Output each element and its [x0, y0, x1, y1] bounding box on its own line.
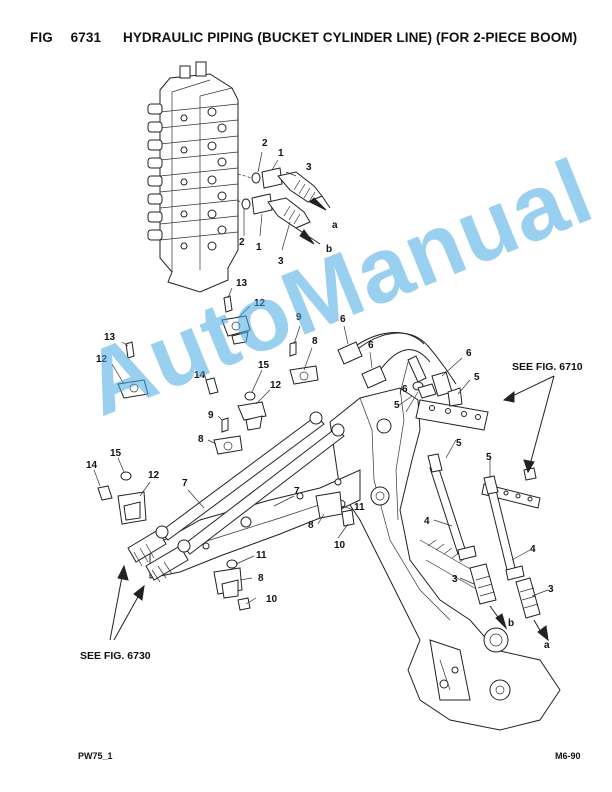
callout-11-bottom: 11	[256, 550, 267, 561]
callout-13-left: 13	[104, 332, 116, 343]
callout-13-top: 13	[236, 278, 248, 289]
figure-title-bar: FIG 6731 HYDRAULIC PIPING (BUCKET CYLIND…	[30, 30, 577, 45]
callout-3-top: 3	[306, 162, 312, 173]
callout-10-right: 10	[334, 540, 346, 551]
footer-model-code: PW75_1	[78, 751, 113, 761]
boom-structure	[149, 387, 561, 731]
callout-8-top: 8	[312, 336, 318, 347]
callout-8-right: 8	[308, 520, 314, 531]
callout-14-center: 14	[194, 370, 206, 381]
callout-5-a: 5	[474, 372, 480, 383]
callout-4-b: 4	[530, 544, 536, 555]
see-fig-6710-label: SEE FIG. 6710	[512, 361, 583, 373]
callout-4-a: 4	[424, 516, 430, 527]
callout-7-a: 7	[182, 478, 188, 489]
callout-8-center: 8	[198, 434, 204, 445]
callout-15-left: 15	[110, 448, 122, 459]
see-fig-6730-label: SEE FIG. 6730	[80, 650, 151, 662]
callout-6-a: 6	[340, 314, 346, 325]
callout-a-top: a	[332, 220, 338, 231]
callout-2-top: 2	[262, 138, 268, 149]
callout-3-d: 3	[548, 584, 554, 595]
callout-5-d: 5	[486, 452, 492, 463]
callout-1-top: 1	[278, 148, 284, 159]
callout-6-b: 6	[368, 340, 374, 351]
callout-6-c: 6	[466, 348, 472, 359]
callout-11-right: 11	[354, 502, 365, 513]
figure-number: 6731	[70, 30, 102, 45]
callout-labels: 2 1 3 a 2 1 3 b 13 12 13 12 9 6 8 6 6 5 …	[80, 138, 583, 662]
callout-8-bottom: 8	[258, 573, 264, 584]
callout-6-d: 6	[402, 384, 408, 395]
callout-1-mid: 1	[256, 242, 262, 253]
callout-a-bottom: a	[544, 640, 550, 651]
callout-12-left: 12	[96, 354, 108, 365]
callout-12-top: 12	[254, 298, 266, 309]
callout-12-bottom: 12	[148, 470, 160, 481]
valve-port-fittings	[237, 167, 323, 229]
callout-10-bottom: 10	[266, 594, 278, 605]
callout-14-left: 14	[86, 460, 98, 471]
clamps-and-bolts	[97, 295, 537, 611]
hoses	[337, 332, 462, 403]
figure-title: HYDRAULIC PIPING (BUCKET CYLINDER LINE) …	[122, 30, 578, 45]
callout-b-bottom: b	[508, 618, 514, 629]
callout-15-center: 15	[258, 360, 270, 371]
callout-b-top: b	[326, 244, 332, 255]
callout-7-b: 7	[294, 486, 300, 497]
steel-pipes	[127, 411, 345, 583]
callout-9-top: 9	[296, 312, 302, 323]
callout-5-b: 5	[394, 400, 400, 411]
footer-page-number: M6-90	[555, 751, 581, 761]
callout-3-mid: 3	[278, 256, 284, 267]
callout-12-center: 12	[270, 380, 282, 391]
callout-2-mid: 2	[239, 237, 245, 248]
leader-lines	[93, 151, 549, 605]
right-pipes	[427, 453, 541, 619]
control-valve	[147, 61, 239, 293]
callout-3-c: 3	[452, 574, 458, 585]
figure-label: FIG	[30, 30, 53, 45]
callout-9-center: 9	[208, 410, 214, 421]
callout-5-c: 5	[456, 438, 462, 449]
